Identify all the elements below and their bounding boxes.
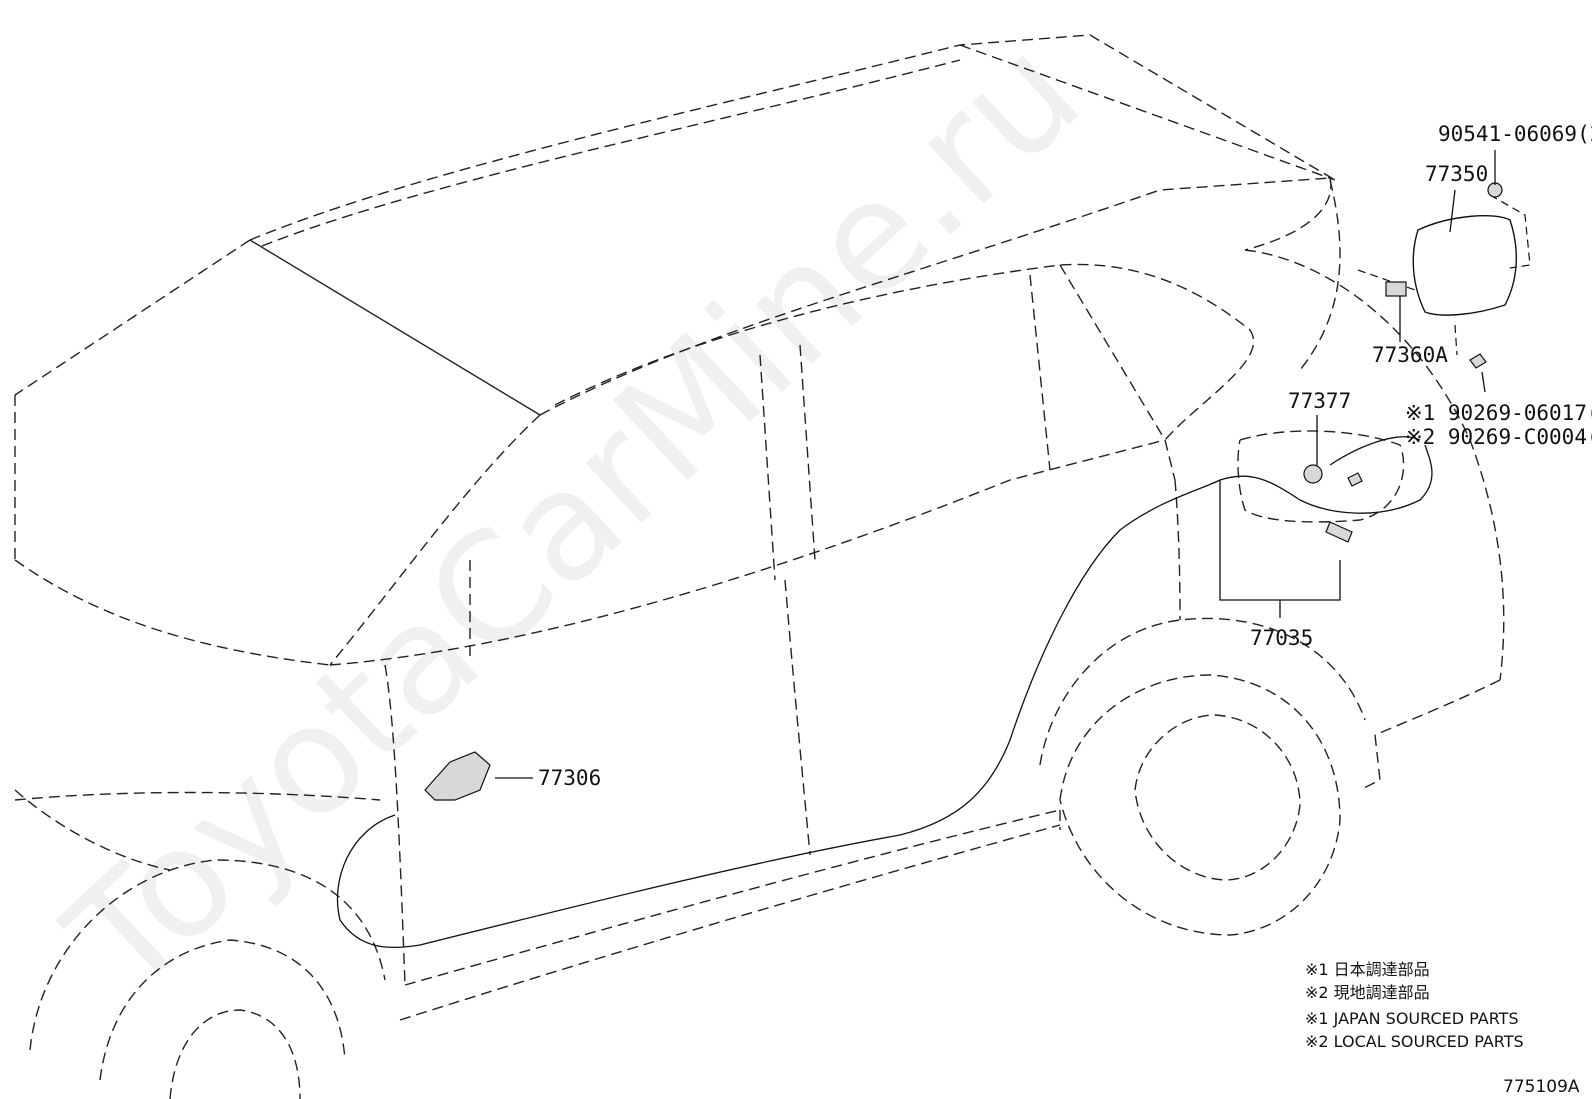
label-90541-06069: 90541-06069(2) [1438,122,1592,146]
screw-90269-icon [1469,353,1487,369]
note-line: ※1 日本調達部品 [1305,960,1430,979]
label-90269-06017: ※1 90269-06017(2) [1405,401,1592,425]
label-77350: 77350 [1425,162,1488,186]
clip-90541-icon [1487,182,1503,198]
lock-bracket-icon [1347,472,1363,487]
note-line: ※2 現地調達部品 [1305,983,1430,1002]
label-77377: 77377 [1288,389,1351,413]
lid-lock-77377-icon [1303,464,1323,484]
note-line: ※2 LOCAL SOURCED PARTS [1305,1032,1524,1051]
label-77360a: 77360A [1372,343,1448,367]
fuel-door-part [1357,182,1531,369]
label-90269-c0004: ※2 90269-C0004(2) [1405,425,1592,449]
vehicle-outline [14,34,1505,1099]
reference-code: 775109A [1503,1077,1580,1097]
leader-lines [495,150,1496,779]
cable-end-icon [1325,521,1353,543]
cushion-77360a-icon [1385,281,1407,297]
note-line: ※1 JAPAN SOURCED PARTS [1305,1009,1519,1028]
label-77035: 77035 [1250,626,1313,650]
lid-lock-part [1303,464,1363,543]
watermark-text: ToyotaCarMine.ru [35,5,1113,1027]
sourcing-notes: ※1 日本調達部品 ※2 現地調達部品 ※1 JAPAN SOURCED PAR… [1305,960,1524,1051]
opener-cable [336,436,1433,949]
opener-lever-part [424,751,491,801]
label-77306: 77306 [538,766,601,790]
lever-77306-icon [424,751,491,801]
